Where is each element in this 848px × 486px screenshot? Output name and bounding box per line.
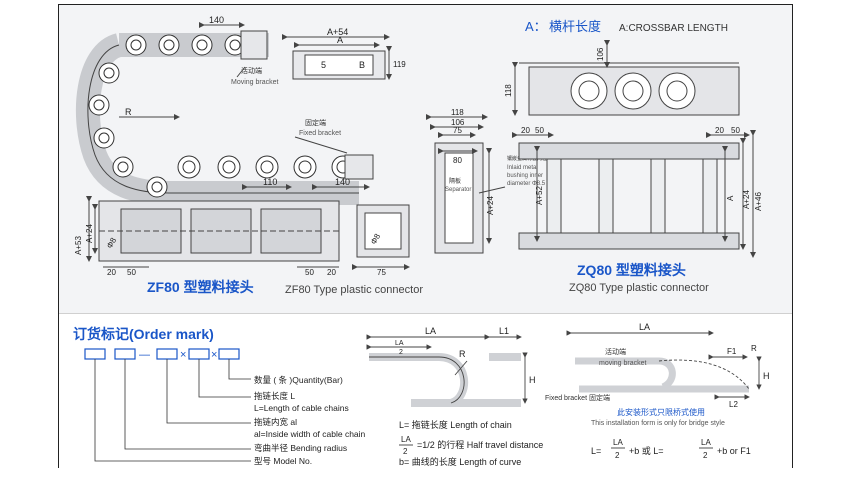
bridge-fixed: Fixed bracket 固定端 (545, 393, 610, 402)
dim-140a: 140 (209, 15, 224, 25)
crossbar-en: A:CROSSBAR LENGTH (619, 23, 728, 34)
dim-a: A (337, 35, 343, 45)
travel-l1: L1 (499, 326, 509, 336)
drawing-sheet: 140 R 110 140 活动端 Moving bracket 固定端 Fix… (58, 4, 793, 468)
bridge-r: R (751, 344, 757, 353)
bridge-l2: L2 (729, 400, 738, 409)
dim-110: 110 (263, 177, 277, 187)
dim-80: 80 (453, 156, 462, 165)
dim-20b-zq: 20 (715, 126, 724, 135)
dim-5: 5 (321, 60, 326, 70)
travel-la2-num: LA (395, 340, 404, 347)
moving-bracket-en: Moving bracket (231, 79, 279, 86)
dim-a54: A+54 (327, 27, 348, 37)
bridge-formula-l: L= (591, 446, 601, 456)
bridge-la: LA (639, 322, 650, 332)
dim-75: 75 (377, 268, 386, 277)
travel-la2-den: 2 (399, 349, 403, 356)
bridge-formula-p2: +b or F1 (717, 446, 751, 456)
bushing-en-2: bushing inner (507, 173, 543, 179)
zf80-chain-drawing (75, 22, 374, 205)
zf80-bracket-top-view (282, 34, 392, 80)
bushing-en-1: Inlaid metal (507, 165, 538, 171)
zf80-front-view (86, 196, 410, 270)
fixed-bracket-en: Fixed bracket (299, 130, 341, 137)
order-x2: × (211, 349, 217, 361)
dim-118: 118 (504, 84, 513, 97)
zf80-title: ZF80 型塑料接头 (147, 279, 254, 295)
bridge-moving-zh: 活动端 (605, 347, 626, 356)
technical-drawing: 140 R 110 140 活动端 Moving bracket 固定端 Fix… (73, 15, 770, 467)
order-line-width-en: al=Inside width of cable chain (254, 429, 366, 439)
zq80-title: ZQ80 型塑料接头 (577, 262, 686, 278)
travel-legend-la-num: LA (401, 435, 411, 444)
travel-h: H (529, 375, 536, 385)
order-line-length-zh: 拖链长度 L (254, 391, 295, 401)
crossbar-zh: 横杆长度 (549, 19, 601, 34)
dim-b: B (359, 60, 365, 70)
bridge-formula-p1: +b 或 L= (629, 445, 664, 456)
separator-zh: 隔板 (449, 177, 461, 185)
order-leader-lines (94, 359, 251, 462)
zq80-side-view (426, 114, 506, 254)
bridge-diagram (566, 330, 762, 400)
dim-140b: 140 (335, 177, 350, 187)
dim-a24: A+24 (85, 224, 94, 243)
dim-118a: 118 (451, 108, 464, 117)
dim-20b: 20 (327, 268, 336, 277)
order-line-length-en: L=Length of cable chains (254, 403, 349, 413)
dim-20-zq: 20 (521, 126, 530, 135)
bridge-note-en: This installation form is only for bridg… (591, 420, 725, 427)
dim-106: 106 (596, 47, 605, 61)
bridge-moving-en: moving bracket (599, 360, 647, 367)
travel-legend-la-den: 2 (403, 447, 408, 456)
bridge-note-zh: 此安装形式只限桥式使用 (617, 407, 705, 417)
zq80-top-view (512, 40, 740, 116)
dim-r: R (125, 107, 132, 117)
travel-diagram (366, 334, 528, 407)
separator-en: Separator (445, 187, 471, 193)
order-code-boxes (84, 348, 240, 360)
dim-20: 20 (107, 268, 116, 277)
order-dash: — (139, 349, 150, 361)
bridge-formula-d1: 2 (615, 451, 620, 460)
dim-50b-zq: 50 (731, 126, 740, 135)
dim-106a: 106 (451, 118, 465, 127)
moving-bracket-zh: 活动端 (241, 66, 262, 75)
order-line-model: 型号 Model No. (254, 456, 312, 466)
dim-a53: A+53 (74, 236, 83, 255)
dim-75b: 75 (453, 126, 462, 135)
order-line-width-zh: 拖链内宽 al (254, 417, 297, 427)
bridge-f1: F1 (727, 347, 737, 356)
zq80-plan-view (512, 130, 756, 258)
order-line-quantity: 数量 ( 条 )Quantity(Bar) (254, 375, 343, 385)
dim-119: 119 (393, 60, 406, 69)
bridge-formula-n1: LA (613, 438, 623, 447)
travel-la: LA (425, 326, 436, 336)
dim-50-zq: 50 (535, 126, 544, 135)
crossbar-letter: A： (525, 19, 547, 34)
bridge-formula-n2: LA (701, 438, 711, 447)
dim-50b: 50 (305, 268, 314, 277)
dim-a24-zq: A+24 (486, 196, 495, 215)
bridge-h: H (763, 371, 770, 381)
travel-r: R (459, 349, 466, 359)
zf80-subtitle: ZF80 Type plastic connector (285, 284, 423, 296)
bridge-formula-d2: 2 (703, 451, 708, 460)
dim-a-zq: A (726, 195, 735, 201)
dim-50: 50 (127, 268, 136, 277)
order-mark-title: 订货标记(Order mark) (73, 326, 214, 342)
order-x1: × (180, 349, 186, 361)
zq80-subtitle: ZQ80 Type plastic connector (569, 282, 709, 294)
fixed-bracket-zh: 固定端 (305, 118, 326, 127)
dim-a24b: A+24 (742, 190, 751, 209)
travel-legend-curve: b= 曲线的长度 Length of curve (399, 456, 521, 467)
bushing-en-3: diameter Φ8.5 (507, 181, 546, 187)
dim-a52: A+52 (535, 186, 544, 205)
travel-legend-half: =1/2 的行程 Half travel distance (417, 439, 543, 450)
dim-a46: A+46 (754, 192, 763, 211)
travel-legend-length: L= 拖链长度 Length of chain (399, 419, 512, 430)
order-line-radius: 弯曲半径 Bending radius (254, 443, 347, 453)
